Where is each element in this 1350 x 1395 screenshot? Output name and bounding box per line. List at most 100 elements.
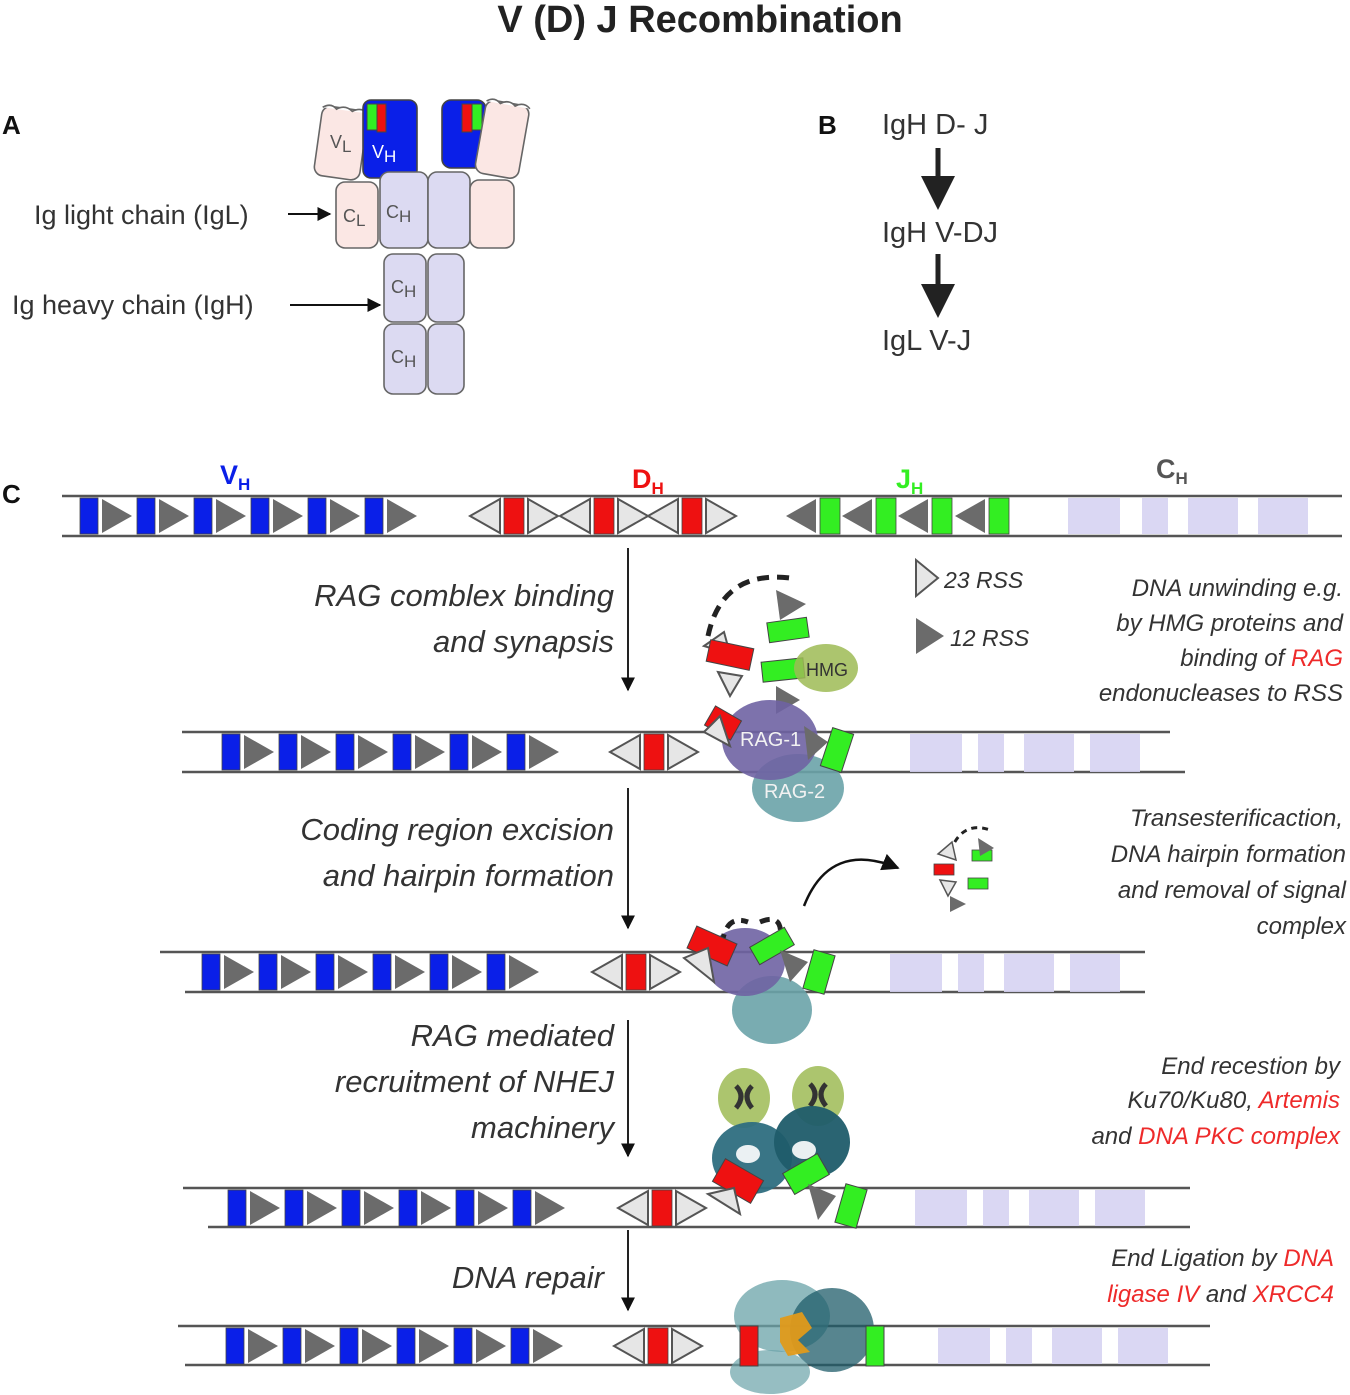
c-region-exon	[1006, 1328, 1032, 1364]
v-segment	[250, 497, 270, 535]
cl-sub: L	[356, 211, 365, 230]
note-3-line-3a: and	[1091, 1123, 1138, 1150]
step-3-line-1: RAG mediated	[411, 1018, 616, 1053]
ch3-sub: H	[404, 352, 416, 371]
rss12-marker	[244, 735, 274, 769]
c-region-exon	[1095, 1190, 1145, 1226]
v-segment	[335, 733, 355, 771]
segment-label-c: C	[1156, 454, 1176, 484]
step-2: Coding region excision and hairpin forma…	[300, 788, 635, 930]
rss12-marker	[305, 1329, 335, 1363]
step-2-line-2: and hairpin formation	[323, 858, 614, 893]
rag1-protein	[722, 700, 818, 780]
rss12-marker	[842, 499, 872, 533]
svg-text:End Ligation by DNA: End Ligation by DNA	[1111, 1245, 1334, 1272]
svg-text:VL: VL	[330, 132, 351, 156]
c-region-exon	[890, 954, 942, 992]
rss12-marker	[338, 955, 368, 989]
note-1-line-2: by HMG proteins and	[1116, 610, 1343, 637]
j-segment	[931, 497, 953, 535]
rss12-marker	[364, 1191, 394, 1225]
j-segment	[988, 497, 1010, 535]
d-segment	[593, 497, 615, 535]
vl-sub: L	[342, 137, 351, 156]
v-segment	[258, 953, 278, 991]
rss12-marker	[273, 499, 303, 533]
rss12-marker	[535, 1191, 565, 1225]
v-segment	[510, 1327, 530, 1365]
rss-legend: 23 RSS 12 RSS	[915, 557, 1030, 654]
d-segment	[647, 1327, 669, 1365]
rss12-marker	[529, 735, 559, 769]
panel-label-a: A	[2, 110, 21, 140]
note-2: Transesterificaction, DNA hairpin format…	[1111, 805, 1347, 940]
rss23-marker	[615, 1189, 649, 1227]
rss12-marker	[301, 735, 331, 769]
rss12-marker	[248, 1329, 278, 1363]
segment-label-d: D	[632, 464, 652, 494]
hmg-protein	[794, 644, 858, 692]
j-segment	[875, 497, 897, 535]
rss23-marker	[607, 733, 641, 771]
svg-text:CH: CH	[1156, 454, 1188, 488]
svg-text:CH: CH	[386, 202, 411, 226]
v-segment	[396, 1327, 416, 1365]
rss12-marker	[358, 735, 388, 769]
v-segment	[201, 953, 221, 991]
c-region-exon	[1004, 954, 1054, 992]
order-step-2: IgH V-DJ	[882, 217, 998, 249]
step-3: RAG mediated recruitment of NHEJ machine…	[335, 1018, 635, 1158]
svg-text:VH: VH	[220, 460, 250, 494]
note-3-line-3b: DNA PKC complex	[1138, 1123, 1341, 1150]
v-segment	[282, 1327, 302, 1365]
dna-row-2	[160, 950, 1145, 994]
segment-label-c-sub: H	[1176, 469, 1188, 488]
ch3-domain-left	[383, 323, 427, 395]
note-1-line-3a: binding of	[1180, 645, 1291, 672]
v-segment	[398, 1189, 418, 1227]
d-segment	[625, 953, 647, 991]
step-2-line-1: Coding region excision	[300, 812, 614, 847]
segment-label-v: V	[220, 460, 238, 490]
rss23-marker	[649, 953, 683, 991]
signal-joint-circle	[933, 826, 994, 912]
light-chain-label: Ig light chain (IgL)	[34, 200, 249, 230]
figure-title: V (D) J Recombination	[497, 0, 902, 41]
note-4-line-2c: XRCC4	[1252, 1281, 1334, 1308]
v-segment	[278, 733, 298, 771]
segment-label-j-sub: H	[911, 479, 923, 498]
rss23-marker	[671, 1327, 705, 1365]
svg-text:ligase IV and XRCC4: ligase IV and XRCC4	[1107, 1281, 1334, 1308]
rss12-marker	[330, 499, 360, 533]
rss23-marker	[467, 497, 501, 535]
c-region-exon	[1188, 498, 1238, 534]
c-region-exon	[983, 1190, 1009, 1226]
rss23-marker	[617, 497, 651, 535]
ch1-label: C	[386, 202, 399, 222]
v-segment	[341, 1189, 361, 1227]
svg-text:CH: CH	[391, 347, 416, 371]
rss12-marker	[415, 735, 445, 769]
j-segment	[819, 497, 841, 535]
rss23-marker	[557, 497, 591, 535]
v-segment	[392, 733, 412, 771]
germline-locus	[62, 494, 1342, 538]
heavy-chain-label: Ig heavy chain (IgH)	[12, 290, 254, 320]
note-4-line-1a: End Ligation by	[1111, 1245, 1283, 1272]
c-region-exon	[915, 1190, 967, 1226]
note-4-line-1b: DNA	[1283, 1245, 1334, 1272]
c-region-exon	[910, 734, 962, 772]
note-2-line-4: complex	[1257, 913, 1347, 940]
rss12-label: 12 RSS	[950, 625, 1030, 651]
ligase-complex	[730, 1280, 885, 1394]
antibody-diagram: VL VH CL CH CH CH Ig light chain (IgL)	[12, 98, 531, 395]
v-segment	[193, 497, 213, 535]
rss12-marker	[533, 1329, 563, 1363]
svg-text:binding of RAG: binding of RAG	[1180, 645, 1343, 672]
step-1-line-1: RAG comblex binding	[314, 578, 614, 613]
vh-sub: H	[384, 147, 396, 166]
rss12-marker	[419, 1329, 449, 1363]
recombination-order: IgH D- J IgH V-DJ IgL V-J	[882, 109, 998, 357]
rss12-marker	[102, 499, 132, 533]
v-segment	[429, 953, 449, 991]
